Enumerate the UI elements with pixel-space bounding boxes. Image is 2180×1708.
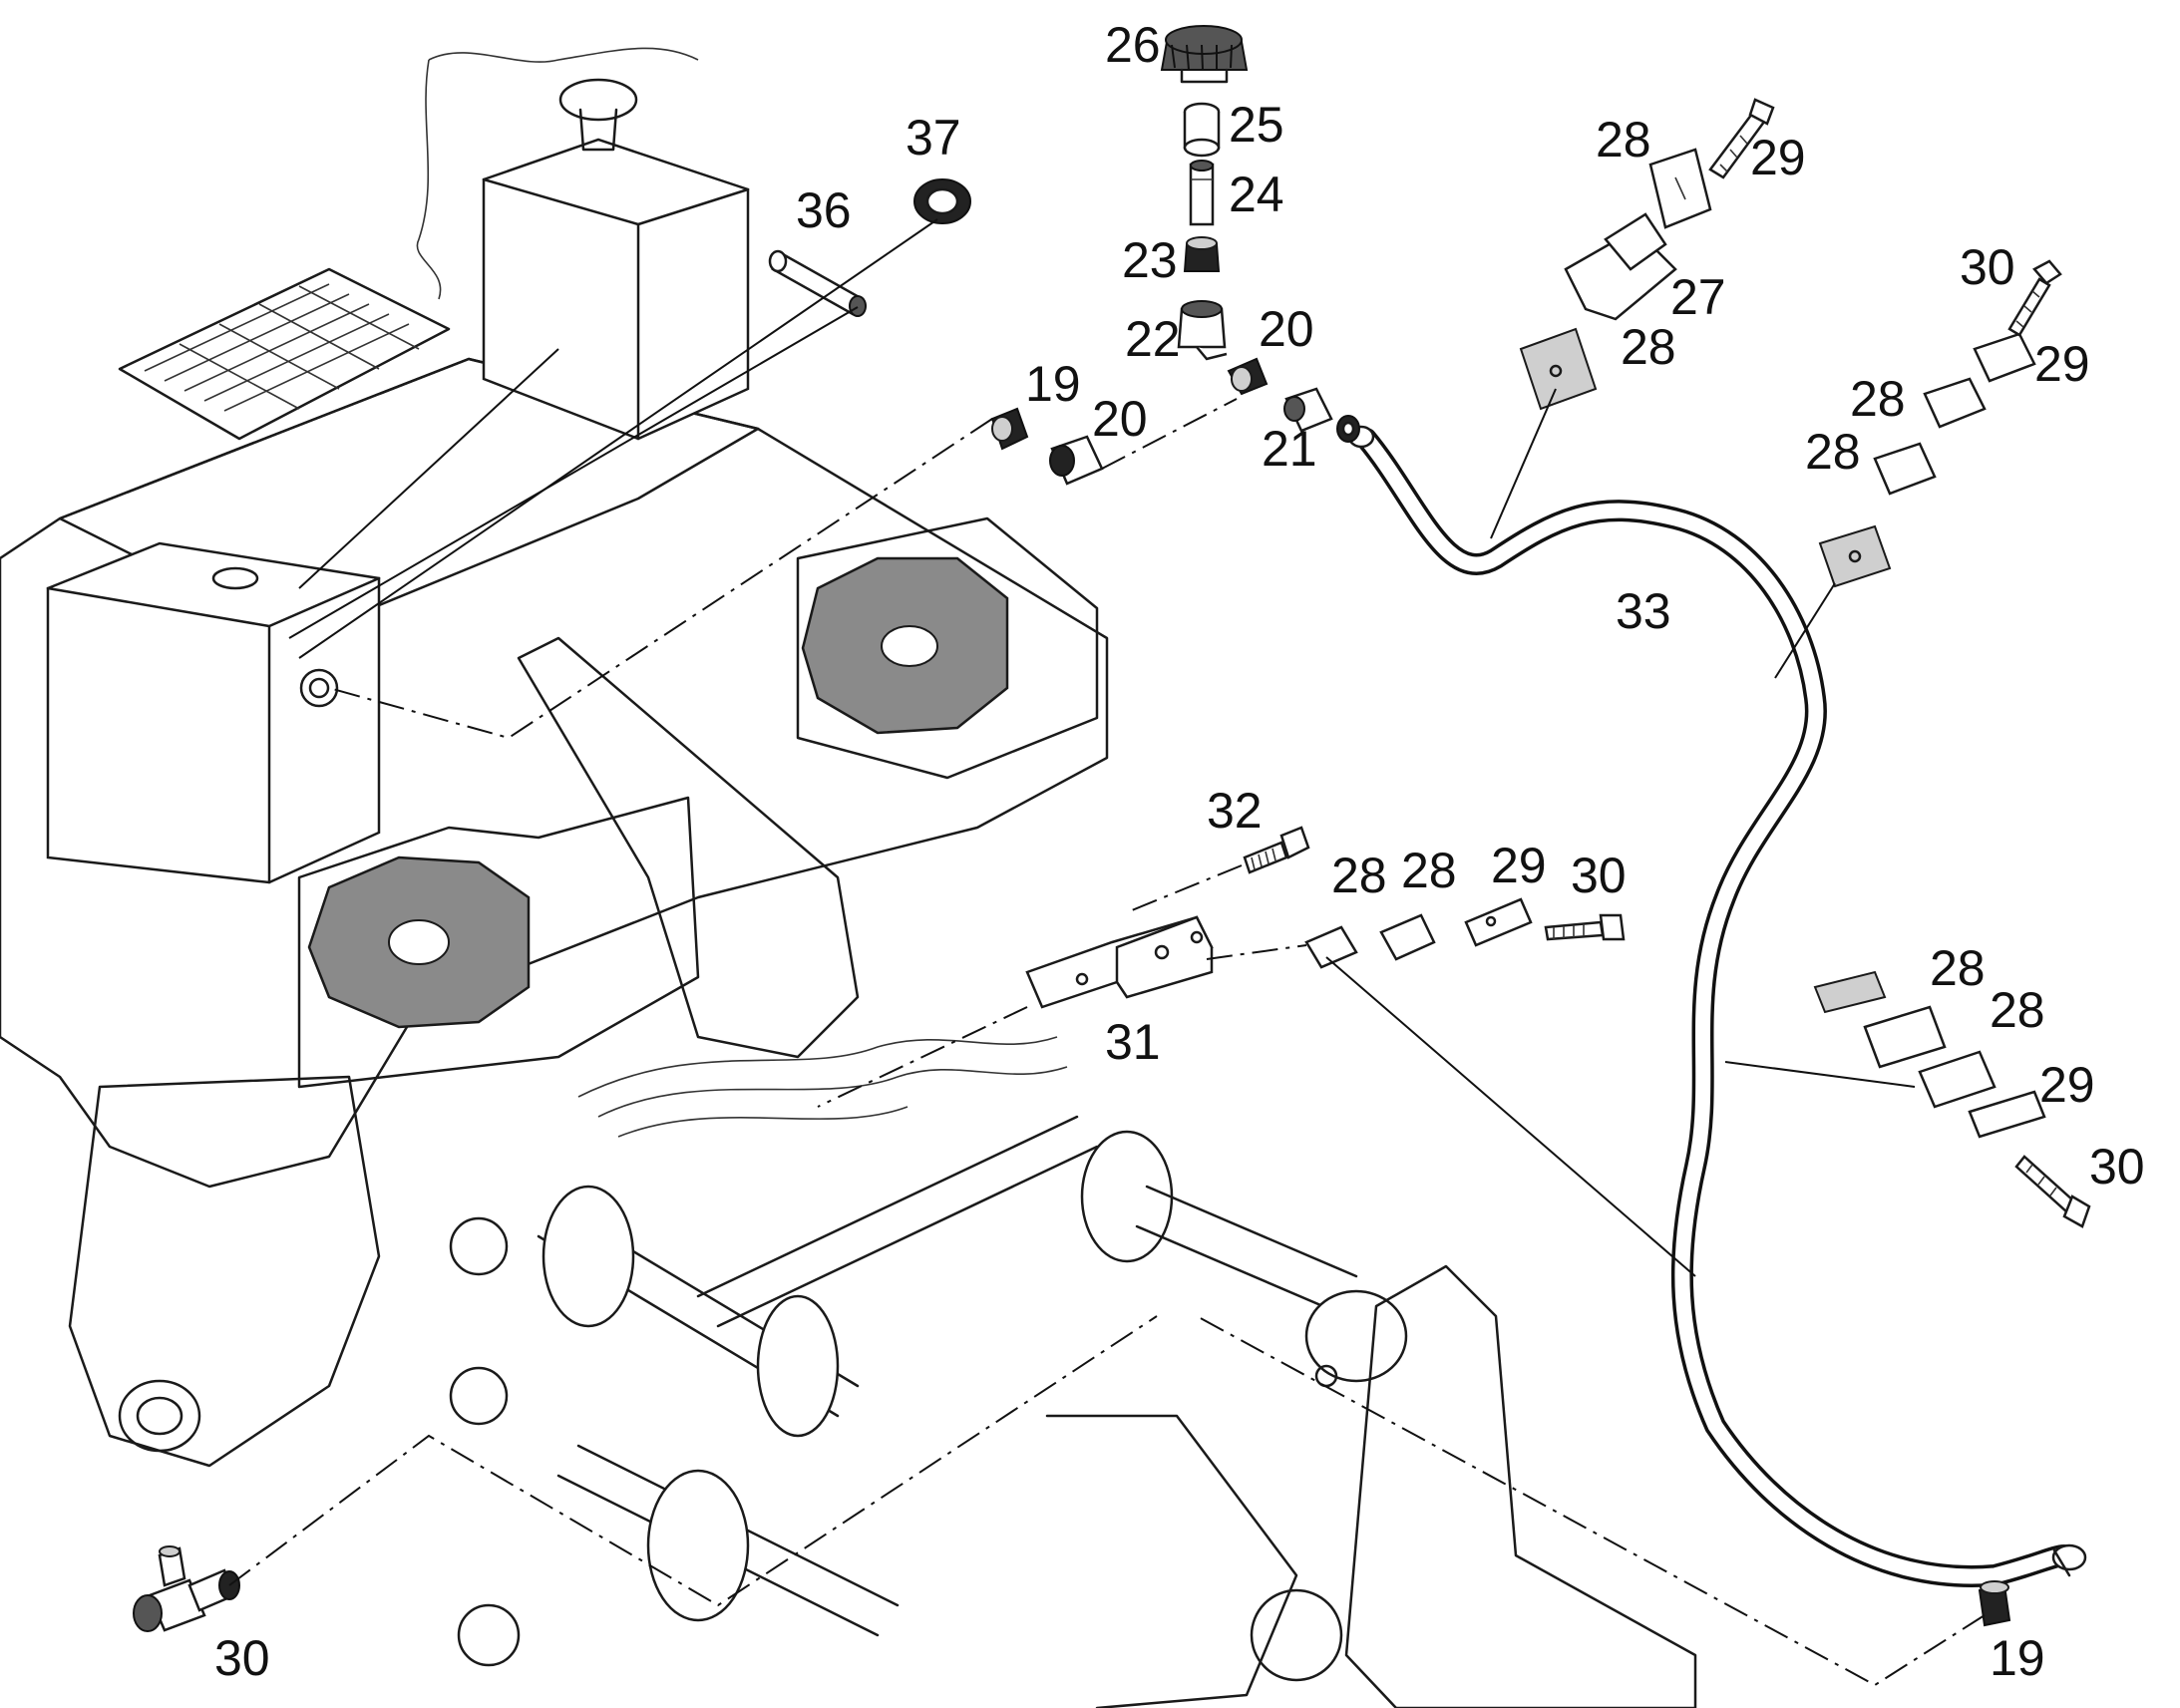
callout-23: 23	[1122, 232, 1178, 288]
callout-28-low-a: 28	[1930, 940, 1986, 996]
callout-30-mid: 30	[1571, 848, 1627, 903]
clamp-group-top	[1519, 98, 1775, 411]
callout-29-right: 29	[2034, 336, 2090, 392]
bracket-31	[1025, 915, 1214, 1009]
callout-28-mid-b: 28	[1401, 843, 1457, 898]
callout-21: 21	[1262, 421, 1317, 477]
callout-29-low: 29	[2039, 1057, 2095, 1113]
clamp-group-lower	[1813, 970, 2091, 1228]
fitting-21	[1283, 387, 1333, 433]
callout-24: 24	[1229, 167, 1284, 222]
callout-22: 22	[1125, 311, 1181, 367]
bolt-32	[1243, 826, 1310, 874]
callout-30-top: 29	[1750, 130, 1806, 185]
callout-28-low-b: 28	[1990, 982, 2045, 1038]
callout-28-mid-a: 28	[1331, 848, 1387, 903]
hose-33	[1347, 425, 2087, 1587]
hydraulic-cylinders	[537, 1115, 1408, 1682]
fitting-23	[1183, 236, 1221, 272]
clamp-group-right	[1818, 259, 2062, 588]
callout-30-right: 30	[1960, 239, 2015, 295]
tube-36	[768, 249, 867, 317]
tee-fitting-22	[1177, 300, 1228, 361]
machine-assembly	[0, 47, 1697, 1708]
spacer-25	[1183, 102, 1221, 158]
callout-37: 37	[906, 110, 961, 166]
seal-37	[913, 178, 971, 224]
hydraulic-tank	[416, 47, 750, 441]
nut-small	[1336, 415, 1360, 443]
fitting-19-lower	[1978, 1580, 2011, 1627]
clamp-group-middle	[1304, 897, 1626, 969]
callout-36: 36	[796, 182, 852, 238]
callout-29-top: 28	[1596, 112, 1651, 168]
fuel-tank	[46, 541, 381, 884]
fan-right	[796, 516, 1099, 780]
callout-33: 33	[1616, 583, 1671, 639]
callout-28-top-b: 28	[1621, 319, 1676, 375]
breather-stack	[1160, 25, 1249, 361]
callout-19-upper: 19	[1025, 356, 1081, 412]
callout-26: 26	[1105, 17, 1161, 73]
test-coupling-27	[133, 1545, 240, 1632]
leader-lines	[228, 218, 1986, 1687]
callout-25: 25	[1229, 97, 1284, 153]
callout-28-top-a: 27	[1670, 269, 1726, 325]
callout-20-upper: 20	[1259, 301, 1314, 357]
callout-27: 30	[214, 1630, 270, 1686]
radiator-grille	[118, 267, 451, 441]
callout-19-lower: 19	[1990, 1630, 2045, 1686]
callout-28-right-b: 28	[1805, 424, 1861, 480]
adapter-24	[1189, 160, 1215, 226]
callout-28-right-a: 28	[1850, 371, 1906, 427]
callout-20-left: 20	[1092, 391, 1148, 447]
breather-cap-26	[1160, 25, 1249, 84]
callout-32: 32	[1207, 783, 1263, 839]
callout-30-low: 30	[2089, 1139, 2145, 1195]
fitting-20-upper	[1227, 357, 1269, 396]
fan-left	[297, 796, 700, 1089]
callout-31: 31	[1105, 1014, 1161, 1070]
fitting-19-upper	[990, 407, 1029, 451]
callout-labels: 26 25 24 23 22 20 21 19 20 37 36 28 29 2…	[214, 17, 2145, 1686]
callout-29-mid: 29	[1491, 838, 1547, 893]
